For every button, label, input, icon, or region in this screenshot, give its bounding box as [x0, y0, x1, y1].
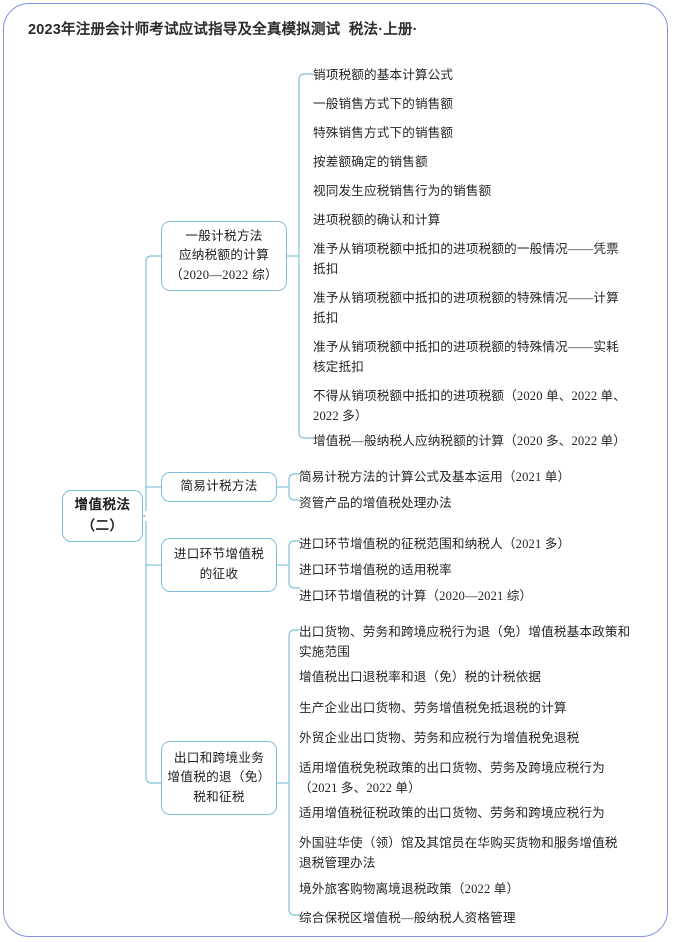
leaf-label: 资管产品的增值税处理办法 [299, 496, 452, 510]
root-node[interactable]: 增值税法 （二） [62, 490, 143, 542]
branch-node-1[interactable]: 一般计税方法 应纳税额的计算 （2020—2022 综） [161, 221, 287, 291]
branch-node-4[interactable]: 出口和跨境业务 增值税的退（免） 税和征税 [161, 741, 277, 815]
leaf-label: 进口环节增值税的适用税率 [299, 563, 452, 577]
leaf-item[interactable]: 境外旅客购物离境退税政策（2022 单） [299, 879, 639, 899]
leaf-item[interactable]: 一般销售方式下的销售额 [313, 94, 643, 114]
leaf-label: 准予从销项税额中抵扣的进项税额的一般情况——凭票抵扣 [313, 242, 619, 277]
header-subtitle: 税法·上册· [348, 22, 418, 38]
leaf-item[interactable]: 适用增值税免税政策的出口货物、劳务及跨境应税行为（2021 多、2022 单） [299, 758, 633, 799]
leaf-label: 特殊销售方式下的销售额 [313, 126, 454, 140]
leaf-item[interactable]: 进项税额的确认和计算 [313, 210, 643, 230]
leaf-item[interactable]: 进口环节增值税的计算（2020—2021 综） [299, 586, 639, 606]
trunk-top [145, 255, 161, 511]
leaf-item[interactable]: 准予从销项税额中抵扣的进项税额的特殊情况——计算抵扣 [313, 288, 631, 329]
header-title: 注册会计师考试应试指导及全真模拟测试 [75, 22, 341, 38]
branch2-bracket [288, 473, 300, 501]
branch-node-2-label: 简易计税方法 [180, 479, 258, 494]
leaf-item[interactable]: 综合保税区增值税—般纳税人资格管理 [299, 908, 639, 928]
leaf-label: 进口环节增值税的征税范围和纳税人（2021 多） [299, 537, 571, 551]
leaf-item[interactable]: 外国驻华使（领）馆及其馆员在华购买货物和服务增值税退税管理办法 [299, 833, 629, 874]
branch-node-3[interactable]: 进口环节增值税 的征收 [161, 538, 277, 592]
leaf-label: 增值税出口退税率和退（免）税的计税依据 [299, 670, 542, 684]
leaf-label: 适用增值税征税政策的出口货物、劳务和跨境应税行为 [299, 806, 605, 820]
leaf-label: 进项税额的确认和计算 [313, 213, 441, 227]
leaf-item[interactable]: 按差额确定的销售额 [313, 152, 643, 172]
leaf-item[interactable]: 外贸企业出口货物、劳务和应税行为增值税免退税 [299, 728, 639, 748]
leaf-item[interactable]: 视同发生应税销售行为的销售额 [313, 181, 643, 201]
leaf-label: 外国驻华使（领）馆及其馆员在华购买货物和服务增值税退税管理办法 [299, 836, 618, 871]
leaf-label: 生产企业出口货物、劳务增值税免抵退税的计算 [299, 701, 567, 715]
leaf-item[interactable]: 资管产品的增值税处理办法 [299, 493, 639, 513]
trunk-bottom [145, 521, 161, 784]
branch-node-2[interactable]: 简易计税方法 [161, 472, 277, 502]
leaf-item[interactable]: 销项税额的基本计算公式 [313, 65, 643, 85]
leaf-label: 进口环节增值税的计算（2020—2021 综） [299, 589, 533, 603]
leaf-label: 一般销售方式下的销售额 [313, 97, 454, 111]
branch-node-1-label: 一般计税方法 应纳税额的计算 （2020—2022 综） [170, 228, 278, 282]
leaf-item[interactable]: 生产企业出口货物、劳务增值税免抵退税的计算 [299, 698, 639, 718]
leaf-label: 外贸企业出口货物、劳务和应税行为增值税免退税 [299, 731, 580, 745]
leaf-label: 增值税—般纳税人应纳税额的计算（2020 多、2022 单） [313, 434, 627, 448]
branch4-bracket [288, 629, 300, 916]
leaf-item[interactable]: 增值税—般纳税人应纳税额的计算（2020 多、2022 单） [313, 431, 649, 451]
leaf-label: 销项税额的基本计算公式 [313, 68, 454, 82]
branch1-bracket [298, 73, 314, 439]
branch-node-4-label: 出口和跨境业务 增值税的退（免） 税和征税 [167, 750, 271, 804]
leaf-item[interactable]: 进口环节增值税的征税范围和纳税人（2021 多） [299, 534, 639, 554]
leaf-item[interactable]: 准予从销项税额中抵扣的进项税额的特殊情况——实耗核定抵扣 [313, 337, 631, 378]
leaf-label: 综合保税区增值税—般纳税人资格管理 [299, 911, 516, 925]
header-year: 2023年 [28, 22, 76, 38]
leaf-label: 视同发生应税销售行为的销售额 [313, 184, 492, 198]
leaf-label: 境外旅客购物离境退税政策（2022 单） [299, 882, 520, 896]
leaf-item[interactable]: 不得从销项税额中抵扣的进项税额（2020 单、2022 单、2022 多） [313, 386, 635, 427]
leaf-label: 适用增值税免税政策的出口货物、劳务及跨境应税行为（2021 多、2022 单） [299, 761, 605, 796]
leaf-item[interactable]: 特殊销售方式下的销售额 [313, 123, 643, 143]
branch3-bracket [288, 540, 300, 589]
leaf-label: 简易计税方法的计算公式及基本运用（2021 单） [299, 470, 571, 484]
root-node-label: 增值税法 （二） [74, 497, 131, 533]
page-header: 2023年注册会计师考试应试指导及全真模拟测试 税法·上册· [28, 18, 628, 39]
leaf-label: 不得从销项税额中抵扣的进项税额（2020 单、2022 单、2022 多） [313, 389, 627, 424]
leaf-item[interactable]: 简易计税方法的计算公式及基本运用（2021 单） [299, 467, 639, 487]
leaf-label: 按差额确定的销售额 [313, 155, 428, 169]
leaf-label: 准予从销项税额中抵扣的进项税额的特殊情况——计算抵扣 [313, 291, 619, 326]
leaf-item[interactable]: 出口货物、劳务和跨境应税行为退（免）增值税基本政策和实施范围 [299, 622, 631, 663]
leaf-item[interactable]: 准予从销项税额中抵扣的进项税额的一般情况——凭票抵扣 [313, 239, 631, 280]
leaf-item[interactable]: 进口环节增值税的适用税率 [299, 560, 639, 580]
leaf-item[interactable]: 适用增值税征税政策的出口货物、劳务和跨境应税行为 [299, 803, 639, 823]
leaf-item[interactable]: 增值税出口退税率和退（免）税的计税依据 [299, 667, 639, 687]
leaf-label: 准予从销项税额中抵扣的进项税额的特殊情况——实耗核定抵扣 [313, 340, 619, 375]
leaf-label: 出口货物、劳务和跨境应税行为退（免）增值税基本政策和实施范围 [299, 625, 631, 660]
branch-node-3-label: 进口环节增值税 的征收 [173, 547, 265, 581]
